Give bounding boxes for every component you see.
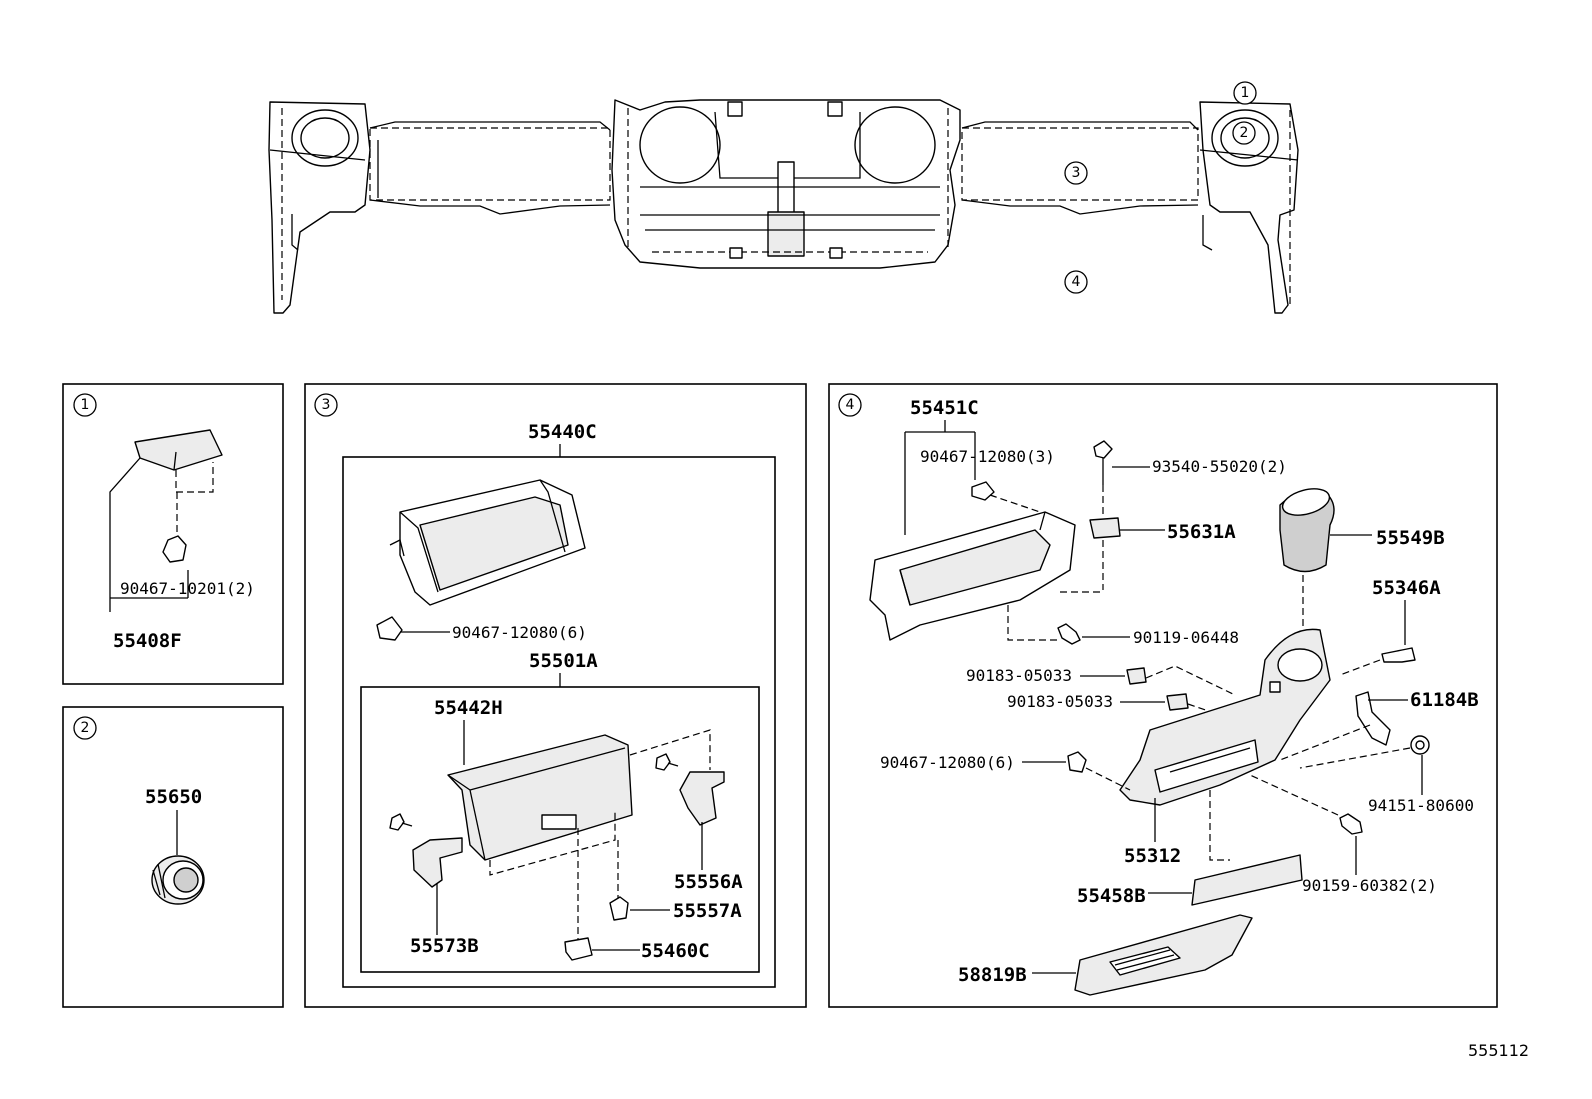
label-55442H: 55442H <box>434 697 503 719</box>
label-55440C: 55440C <box>528 421 597 443</box>
label-55458B: 55458B <box>1077 885 1146 907</box>
label-55501A: 55501A <box>529 650 598 672</box>
label-55346A: 55346A <box>1372 577 1441 599</box>
label-61184B: 61184B <box>1410 689 1479 711</box>
label-90467-12080-6a: 90467-12080(6) <box>452 623 587 642</box>
label-55573B: 55573B <box>410 935 479 957</box>
label-90119-06448: 90119-06448 <box>1133 628 1239 647</box>
svg-text:3: 3 <box>1072 165 1081 181</box>
svg-text:3: 3 <box>322 397 331 413</box>
detail-box-3: 3 55440C 90467-12080(6) 55501A 55442H <box>304 383 807 1008</box>
label-55549B: 55549B <box>1376 527 1445 549</box>
diagram-reference-number: 555112 <box>1468 1041 1529 1060</box>
label-90467-12080-6b: 90467-12080(6) <box>880 753 1015 772</box>
svg-text:2: 2 <box>1240 125 1249 141</box>
label-55556A: 55556A <box>674 871 743 893</box>
label-90467-10201: 90467-10201(2) <box>120 579 255 598</box>
svg-text:1: 1 <box>81 397 90 413</box>
label-58819B: 58819B <box>958 964 1027 986</box>
label-55312: 55312 <box>1124 845 1181 867</box>
label-55650: 55650 <box>145 786 202 808</box>
callout-2-top: 2 <box>1232 121 1256 145</box>
label-93540-55020: 93540-55020(2) <box>1152 457 1287 476</box>
instrument-panel-assembly <box>268 99 1299 314</box>
detail-box-1: 1 90467-10201(2) 55408F <box>62 383 284 685</box>
label-55408F: 55408F <box>113 630 182 652</box>
label-55557A: 55557A <box>673 900 742 922</box>
label-55451C: 55451C <box>910 397 979 419</box>
callout-3-top: 3 <box>1064 161 1088 185</box>
callout-1-top: 1 <box>1233 81 1257 105</box>
svg-text:4: 4 <box>846 397 855 413</box>
svg-text:2: 2 <box>81 720 90 736</box>
detail-box-4: 4 55451C 90467-12080(3) 93540-55020(2) 5… <box>828 383 1498 1008</box>
detail-box-2: 2 55650 <box>62 706 284 1008</box>
label-90467-12080-3: 90467-12080(3) <box>920 447 1055 466</box>
svg-text:4: 4 <box>1072 274 1081 290</box>
label-90183-05033-a: 90183-05033 <box>966 666 1072 685</box>
label-94151-80600: 94151-80600 <box>1368 796 1474 815</box>
label-90159-60382: 90159-60382(2) <box>1302 876 1437 895</box>
label-55460C: 55460C <box>641 940 710 962</box>
label-55631A: 55631A <box>1167 521 1236 543</box>
label-90183-05033-b: 90183-05033 <box>1007 692 1113 711</box>
callout-4-top: 4 <box>1064 270 1088 294</box>
svg-text:1: 1 <box>1241 85 1250 101</box>
